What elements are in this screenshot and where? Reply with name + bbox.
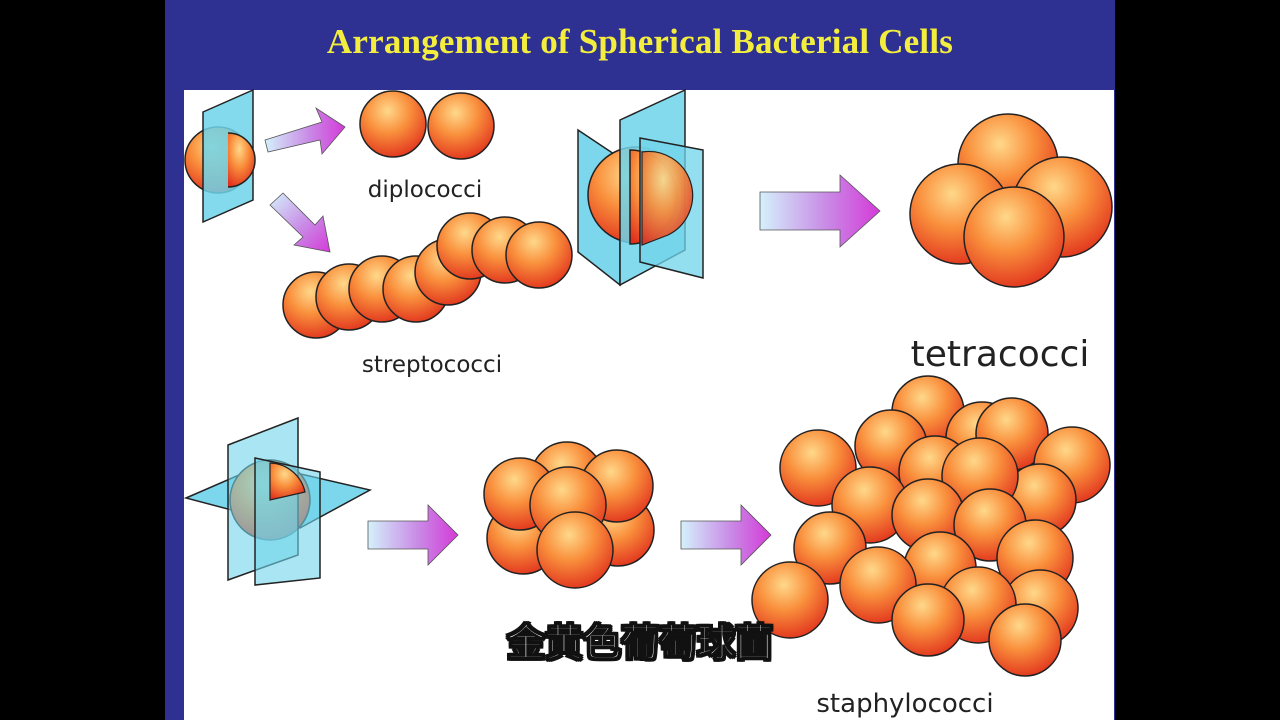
diplococci-division [184, 88, 256, 224]
tetracocci-cells [909, 113, 1113, 288]
diplococci-cells [359, 90, 495, 160]
video-subtitle: 金黄色葡萄球菌 [506, 620, 773, 665]
arrow-to-streptococci [269, 192, 331, 253]
arrow-to-diplococci [264, 106, 346, 155]
staphylococci-division [183, 416, 373, 586]
tetracocci-division [577, 88, 704, 287]
arrow-to-staphylococci [680, 504, 772, 566]
arrow-to-tetracocci [759, 174, 881, 248]
arrow-to-cube [367, 504, 459, 566]
dividing-cell-half [227, 132, 256, 188]
label-diplococci: diplococci [368, 177, 482, 203]
label-streptococci: streptococci [362, 352, 502, 378]
octet-cube-cells [483, 441, 655, 589]
label-tetracocci: tetracocci [911, 334, 1090, 375]
slide-title: Arrangement of Spherical Bacterial Cells [326, 22, 954, 61]
staphylococci-cluster [751, 375, 1111, 677]
streptococci-chain [282, 212, 573, 339]
label-staphylococci: staphylococci [816, 689, 993, 719]
